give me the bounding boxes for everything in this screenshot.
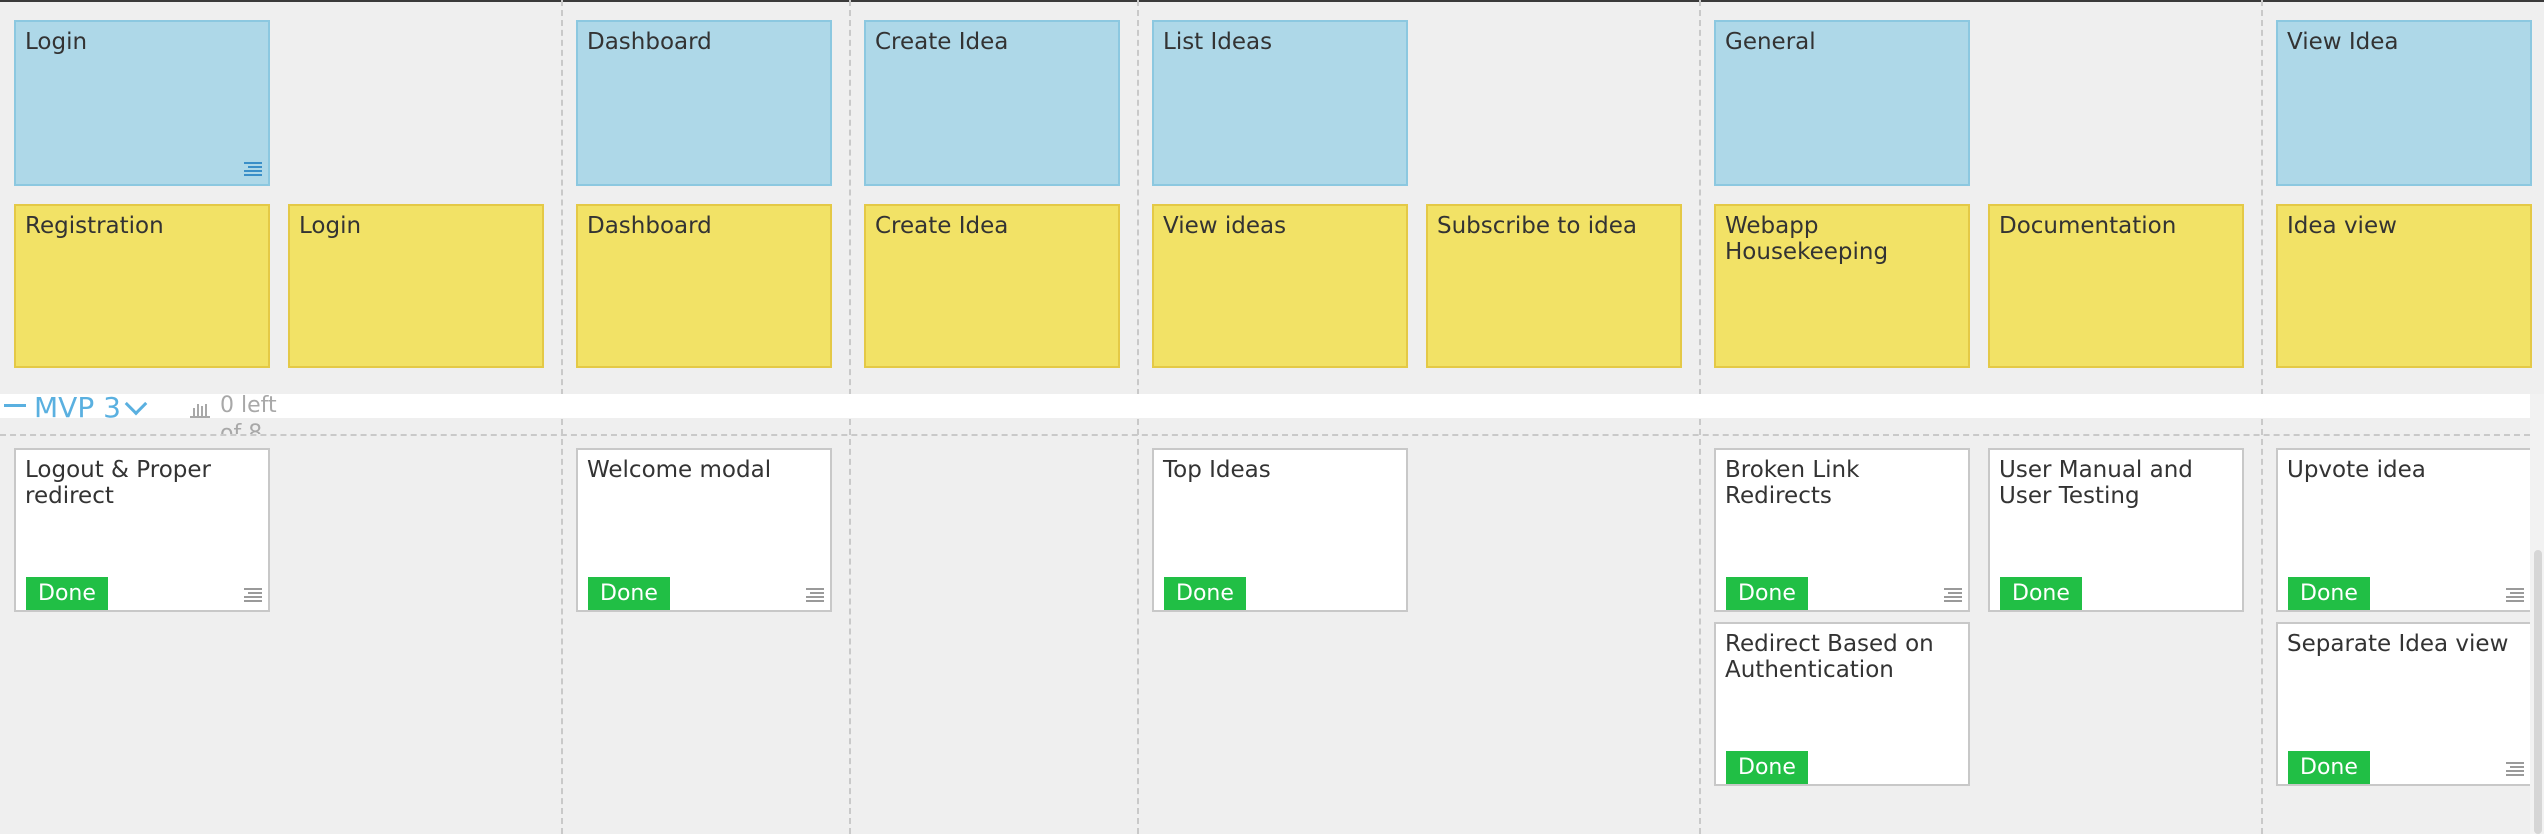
activity-card-label: List Ideas bbox=[1163, 29, 1273, 55]
story-card[interactable]: Separate Idea view Done bbox=[2276, 622, 2532, 786]
story-card-title: Upvote idea bbox=[2287, 457, 2426, 483]
notes-icon bbox=[244, 588, 262, 602]
story-card-title: Redirect Based on Authentication bbox=[1725, 631, 1934, 683]
status-badge: Done bbox=[1726, 751, 1808, 784]
task-card-registration[interactable]: Registration bbox=[14, 204, 270, 368]
activity-card-label: View Idea bbox=[2287, 29, 2399, 55]
bar-chart-icon bbox=[190, 402, 210, 418]
story-card[interactable]: Top Ideas Done bbox=[1152, 448, 1408, 612]
activity-card-general[interactable]: General bbox=[1714, 20, 1970, 186]
task-card-view-ideas[interactable]: View ideas bbox=[1152, 204, 1408, 368]
task-card-subscribe-to-idea[interactable]: Subscribe to idea bbox=[1426, 204, 1682, 368]
status-badge: Done bbox=[26, 577, 108, 610]
activity-card-label: Create Idea bbox=[875, 29, 1009, 55]
activity-card-dashboard[interactable]: Dashboard bbox=[576, 20, 832, 186]
task-card-label: Idea view bbox=[2287, 213, 2397, 239]
task-card-label: Login bbox=[299, 213, 362, 239]
status-badge: Done bbox=[588, 577, 670, 610]
release-divider bbox=[0, 434, 2530, 436]
notes-icon bbox=[1944, 588, 1962, 602]
story-card-title: Broken Link Redirects bbox=[1725, 457, 1860, 509]
activity-card-label: General bbox=[1725, 29, 1816, 55]
activity-card-view-idea[interactable]: View Idea bbox=[2276, 20, 2532, 186]
story-card-title: Logout & Proper redirect bbox=[25, 457, 211, 509]
status-badge: Done bbox=[2000, 577, 2082, 610]
task-card-label: View ideas bbox=[1163, 213, 1287, 239]
story-card[interactable]: Broken Link Redirects Done bbox=[1714, 448, 1970, 612]
notes-icon bbox=[806, 588, 824, 602]
story-card-title: User Manual and User Testing bbox=[1999, 457, 2193, 509]
release-header: MVP 3 0 left of 8 cards bbox=[0, 394, 2544, 434]
status-badge: Done bbox=[2288, 577, 2370, 610]
status-badge: Done bbox=[1726, 577, 1808, 610]
chevron-down-icon[interactable] bbox=[124, 394, 148, 416]
task-card-label: Registration bbox=[25, 213, 164, 239]
activity-card-list-ideas[interactable]: List Ideas bbox=[1152, 20, 1408, 186]
release-name[interactable]: MVP 3 bbox=[34, 394, 121, 424]
task-card-create-idea[interactable]: Create Idea bbox=[864, 204, 1120, 368]
notes-icon bbox=[2506, 588, 2524, 602]
notes-icon bbox=[244, 162, 262, 176]
task-card-documentation[interactable]: Documentation bbox=[1988, 204, 2244, 368]
status-badge: Done bbox=[2288, 751, 2370, 784]
story-card[interactable]: Welcome modal Done bbox=[576, 448, 832, 612]
task-card-label: Subscribe to idea bbox=[1437, 213, 1637, 239]
status-badge: Done bbox=[1164, 577, 1246, 610]
activity-card-label: Dashboard bbox=[587, 29, 712, 55]
task-card-label: Documentation bbox=[1999, 213, 2177, 239]
release-band bbox=[0, 394, 2544, 418]
task-card-login[interactable]: Login bbox=[288, 204, 544, 368]
notes-icon bbox=[2506, 762, 2524, 776]
release-stats: 0 left of 8 cards bbox=[220, 394, 277, 434]
story-card-title: Top Ideas bbox=[1163, 457, 1271, 483]
story-card[interactable]: Redirect Based on Authentication Done bbox=[1714, 622, 1970, 786]
vertical-scrollbar-thumb[interactable] bbox=[2534, 550, 2542, 834]
story-card[interactable]: User Manual and User Testing Done bbox=[1988, 448, 2244, 612]
collapse-dash-icon[interactable] bbox=[4, 404, 26, 407]
story-card-title: Welcome modal bbox=[587, 457, 772, 483]
task-card-label: Create Idea bbox=[875, 213, 1009, 239]
story-card[interactable]: Upvote idea Done bbox=[2276, 448, 2532, 612]
task-card-label: Dashboard bbox=[587, 213, 712, 239]
activity-card-create-idea[interactable]: Create Idea bbox=[864, 20, 1120, 186]
activity-card-login[interactable]: Login bbox=[14, 20, 270, 186]
activity-card-label: Login bbox=[25, 29, 88, 55]
task-card-webapp-housekeeping[interactable]: Webapp Housekeeping bbox=[1714, 204, 1970, 368]
task-card-dashboard[interactable]: Dashboard bbox=[576, 204, 832, 368]
task-card-label: Webapp Housekeeping bbox=[1725, 213, 1889, 265]
task-card-idea-view[interactable]: Idea view bbox=[2276, 204, 2532, 368]
window-top-border bbox=[0, 0, 2544, 2]
story-card[interactable]: Logout & Proper redirect Done bbox=[14, 448, 270, 612]
story-card-title: Separate Idea view bbox=[2287, 631, 2509, 657]
